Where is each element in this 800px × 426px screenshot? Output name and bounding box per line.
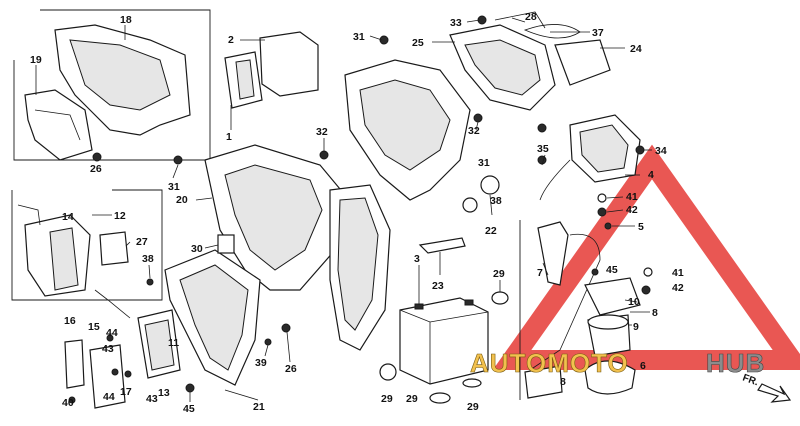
- front-arrow-icon: [757, 383, 792, 403]
- callout-43b: 43: [146, 393, 158, 405]
- battery-case-upper: [329, 59, 471, 351]
- callout-8: 8: [652, 307, 658, 319]
- watermark-brand: AUTOMOTO HUB: [470, 348, 765, 379]
- callout-27: 27: [136, 236, 148, 248]
- front-direction-indicator: FR.: [741, 372, 792, 403]
- callout-1: 1: [226, 131, 232, 143]
- callout-19: 19: [30, 54, 42, 66]
- callout-13: 13: [158, 387, 170, 399]
- callout-2: 2: [228, 34, 234, 46]
- callout-29b: 29: [381, 393, 393, 405]
- battery-stay: [418, 237, 466, 254]
- callout-31b: 31: [478, 157, 490, 169]
- callout-41: 41: [626, 191, 638, 203]
- callout-18: 18: [120, 14, 132, 26]
- regulator-rectifier: [539, 114, 641, 201]
- callout-10: 10: [628, 296, 640, 308]
- callout-31c: 31: [168, 181, 180, 193]
- callout-22: 22: [485, 225, 497, 237]
- callout-9: 9: [633, 321, 639, 333]
- rubber-mount: [462, 175, 500, 213]
- group-frame-left: [11, 189, 163, 301]
- callout-5: 5: [638, 221, 644, 233]
- callout-26b: 26: [285, 363, 297, 375]
- watermark-brand-part2: HUB: [706, 348, 765, 378]
- rubber-caps: [379, 291, 509, 404]
- starter-relay-group: [524, 221, 641, 399]
- fuse-box-assembly: [17, 204, 129, 297]
- watermark-triangle: [492, 144, 800, 370]
- callout-23: 23: [432, 280, 444, 292]
- upper-right-bracket-group: [449, 11, 611, 111]
- callout-44: 44: [106, 327, 118, 339]
- callout-38: 38: [490, 195, 502, 207]
- callout-3: 3: [414, 253, 420, 265]
- group-frame-top-left-right: [40, 9, 211, 160]
- bolts: [68, 15, 653, 404]
- callout-43: 43: [102, 343, 114, 355]
- front-direction-label: FR.: [741, 372, 760, 388]
- callout-8b: 8: [560, 376, 566, 388]
- callout-32: 32: [316, 126, 328, 138]
- callout-33: 33: [450, 17, 462, 29]
- callout-40: 40: [62, 397, 74, 409]
- callout-25: 25: [412, 37, 424, 49]
- callout-12: 12: [114, 210, 126, 222]
- battery-tray-bracket: [164, 249, 261, 386]
- callout-35: 35: [537, 143, 549, 155]
- callout-44b: 44: [103, 391, 115, 403]
- callout-30: 30: [191, 243, 203, 255]
- callout-28: 28: [525, 11, 537, 23]
- callout-45: 45: [183, 403, 195, 415]
- callout-29d: 29: [467, 401, 479, 413]
- callout-16: 16: [64, 315, 76, 327]
- callout-4: 4: [648, 169, 654, 181]
- callout-45b: 45: [606, 264, 618, 276]
- lower-left-fuse-holders: [64, 289, 181, 409]
- callout-14: 14: [62, 211, 74, 223]
- callout-38b: 38: [142, 253, 154, 265]
- inner-fender-panel: [204, 144, 346, 291]
- callout-26: 26: [90, 163, 102, 175]
- callout-15: 15: [88, 321, 100, 333]
- watermark-brand-part1: AUTOMOTO: [470, 348, 629, 378]
- battery: [399, 297, 489, 385]
- callout-29: 29: [493, 268, 505, 280]
- callout-numbers: 18 19 26 2 1 31 33 28 37 25 24 32 32 31 …: [30, 11, 684, 415]
- callout-41b: 41: [672, 267, 684, 279]
- callout-32b: 32: [468, 125, 480, 137]
- callout-42: 42: [626, 204, 638, 216]
- callout-42b: 42: [672, 282, 684, 294]
- callout-21: 21: [253, 401, 265, 413]
- rear-frame-bracket: [24, 24, 191, 161]
- callout-39: 39: [255, 357, 267, 369]
- callout-7: 7: [537, 267, 543, 279]
- callout-24: 24: [630, 43, 642, 55]
- callout-29c: 29: [406, 393, 418, 405]
- callout-34: 34: [655, 145, 667, 157]
- relay-connector-block: [224, 31, 319, 109]
- callout-37: 37: [592, 27, 604, 39]
- group-frame-top-left: [13, 60, 210, 161]
- leader-lines: [35, 17, 652, 402]
- callout-6: 6: [640, 360, 646, 372]
- callout-20: 20: [176, 194, 188, 206]
- callout-11: 11: [168, 337, 179, 349]
- callout-17: 17: [120, 386, 132, 398]
- label-plate: [217, 234, 235, 254]
- callout-31: 31: [353, 31, 365, 43]
